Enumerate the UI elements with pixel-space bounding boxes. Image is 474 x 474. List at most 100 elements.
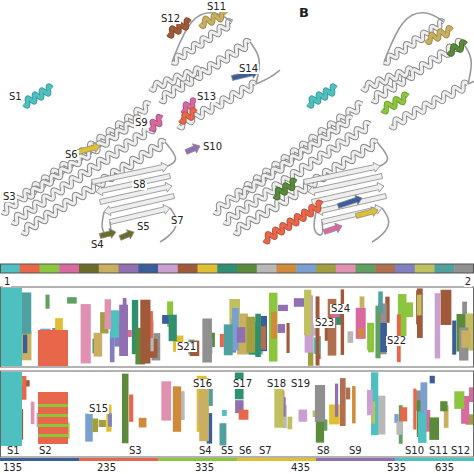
scale-segment bbox=[316, 264, 336, 273]
helix bbox=[178, 82, 256, 128]
scale-segment bbox=[296, 264, 316, 273]
segment-bar bbox=[140, 300, 150, 364]
axis-tick: 435 bbox=[290, 463, 311, 473]
loop bbox=[314, 212, 323, 235]
segment-bar bbox=[81, 304, 91, 363]
segment-bar bbox=[356, 308, 366, 339]
helix bbox=[24, 86, 52, 106]
segment-bar bbox=[440, 401, 447, 411]
segment-bar bbox=[169, 315, 177, 341]
segment-label: S9 bbox=[134, 118, 149, 128]
segment-bar bbox=[304, 290, 311, 336]
segment-label: S4 bbox=[90, 240, 105, 250]
scale-segment bbox=[237, 264, 257, 273]
axis-band bbox=[158, 458, 237, 461]
loop bbox=[256, 70, 280, 84]
scale-segment bbox=[395, 264, 415, 273]
segment-bar bbox=[122, 374, 129, 444]
scale-segment bbox=[277, 264, 297, 273]
segment-bar bbox=[360, 296, 365, 307]
scale-segment bbox=[0, 264, 20, 273]
segment-bar bbox=[299, 410, 308, 422]
scale-label: 1 bbox=[3, 277, 11, 287]
strand bbox=[77, 143, 100, 155]
segment-bar bbox=[348, 331, 354, 343]
segment-bar bbox=[378, 291, 383, 312]
scale-segment bbox=[336, 264, 356, 273]
segment-bar bbox=[92, 418, 98, 432]
axis-band bbox=[237, 458, 316, 461]
loop bbox=[250, 42, 259, 84]
segment-bar bbox=[294, 298, 304, 307]
helix bbox=[426, 27, 452, 42]
scale-segment bbox=[257, 264, 277, 273]
strand bbox=[119, 230, 134, 241]
segment-bar bbox=[31, 402, 35, 424]
segment-bar bbox=[105, 299, 111, 329]
helix bbox=[382, 94, 408, 112]
segment-bar bbox=[21, 292, 31, 333]
segment-bar bbox=[435, 293, 441, 358]
segment-bar bbox=[202, 318, 212, 362]
segment-bar bbox=[352, 386, 356, 423]
segment-label: S5 bbox=[136, 222, 151, 232]
helix bbox=[264, 202, 322, 242]
axis-tick: 335 bbox=[194, 463, 215, 473]
helix bbox=[274, 180, 296, 198]
segment-bar bbox=[454, 391, 464, 409]
segment-label: S15 bbox=[88, 404, 109, 414]
segment-label: S13 bbox=[196, 92, 217, 102]
segment-bar bbox=[21, 331, 32, 360]
segment-label: S19 bbox=[290, 379, 311, 389]
segment-bar bbox=[441, 290, 452, 325]
segment-label: S10 bbox=[404, 446, 425, 456]
segment-label: S24 bbox=[330, 304, 351, 314]
strand bbox=[323, 223, 342, 234]
segment-bar bbox=[452, 321, 456, 355]
scale-segment bbox=[415, 264, 435, 273]
axis-band bbox=[0, 458, 79, 461]
segment-bar bbox=[416, 290, 421, 324]
strand bbox=[99, 229, 116, 239]
strand bbox=[355, 207, 378, 219]
scale-segment bbox=[79, 264, 99, 273]
segment-bar bbox=[375, 306, 380, 359]
segment-bar bbox=[220, 423, 227, 445]
axis-tick: 135 bbox=[2, 463, 23, 473]
segment-bar bbox=[430, 376, 435, 384]
segment-label: S8 bbox=[132, 180, 147, 190]
scale-segment bbox=[454, 264, 474, 273]
scale-segment bbox=[20, 264, 40, 273]
scale-segment bbox=[198, 264, 218, 273]
segment-label: S4 bbox=[198, 446, 213, 456]
segment-bar bbox=[46, 295, 50, 309]
segment-bar bbox=[38, 404, 68, 407]
strand bbox=[337, 195, 362, 208]
segment-bar bbox=[67, 297, 77, 303]
segment-bar bbox=[108, 413, 112, 426]
ribbon-model bbox=[2, 11, 474, 242]
helix bbox=[448, 42, 466, 55]
segment-bar bbox=[417, 288, 423, 338]
segment-label: S12 bbox=[160, 14, 181, 24]
helix bbox=[178, 82, 256, 128]
segment-label: S18 bbox=[266, 379, 287, 389]
panel-border bbox=[1, 371, 474, 457]
segment-bar bbox=[269, 293, 278, 362]
loop bbox=[468, 70, 474, 84]
segment-bar bbox=[161, 381, 171, 420]
segment-bar bbox=[38, 434, 68, 437]
loop bbox=[377, 142, 388, 166]
segment-label: S12 bbox=[450, 446, 471, 456]
segment-bar bbox=[400, 407, 407, 421]
scale-segment bbox=[435, 264, 455, 273]
segment-bar bbox=[329, 404, 340, 424]
segment-bar bbox=[237, 327, 246, 342]
segment-bar bbox=[220, 334, 224, 347]
axis-tick: 235 bbox=[96, 463, 117, 473]
segment-map bbox=[0, 287, 474, 461]
segment-label: S9 bbox=[348, 446, 363, 456]
segment-bar bbox=[246, 317, 255, 353]
